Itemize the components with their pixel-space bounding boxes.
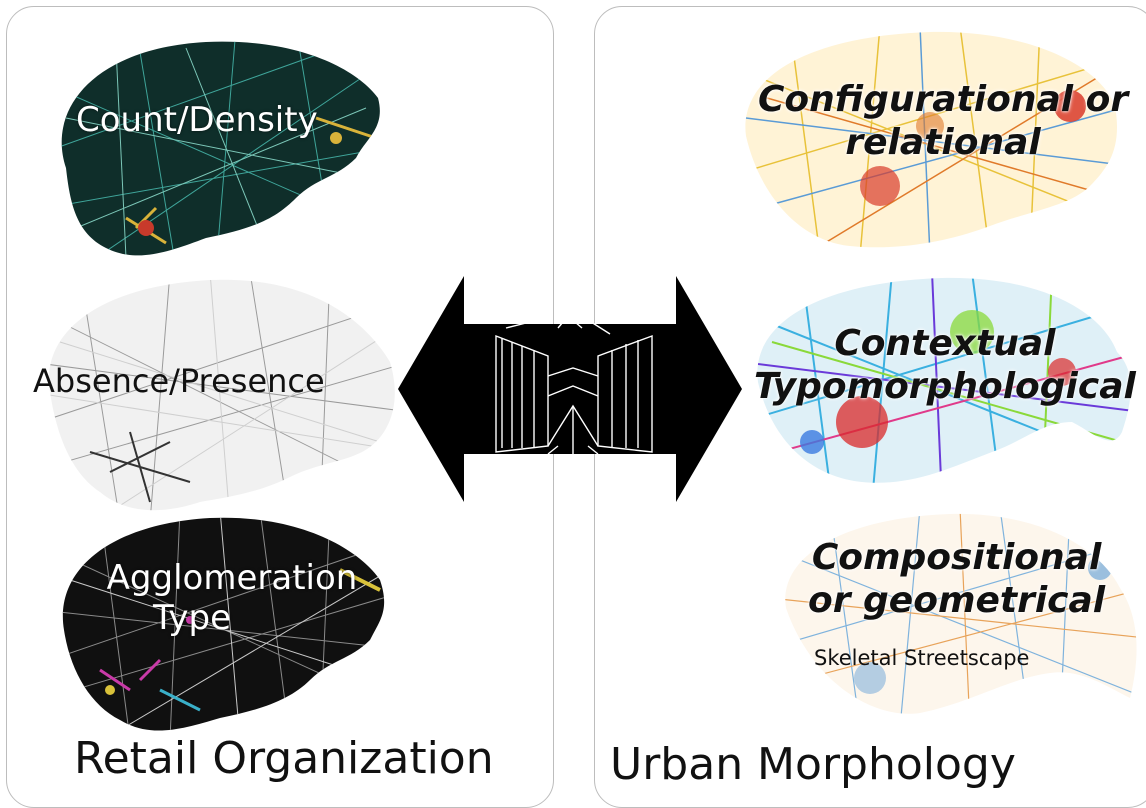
- agglomeration-type-map: [40, 510, 410, 740]
- contextual-label-line1: Contextual: [834, 323, 1056, 364]
- compositional-label: Compositional or geometrical: [808, 536, 1105, 622]
- agglomeration-label-line1: Agglomeration: [106, 558, 358, 598]
- compositional-label-line1: Compositional: [811, 537, 1102, 578]
- contextual-map: [742, 272, 1142, 502]
- configurational-label-line2: relational: [845, 122, 1041, 164]
- agglomeration-label-line2: Type: [152, 598, 232, 638]
- contextual-label: Contextual Typomorphological: [754, 322, 1136, 408]
- count-density-map: [36, 28, 396, 268]
- contextual-label-line2: Typomorphological: [754, 366, 1136, 408]
- street-sketch-icon: [494, 315, 654, 455]
- configurational-label: Configurational or relational: [758, 78, 1128, 164]
- urban-morphology-title: Urban Morphology: [610, 739, 1016, 790]
- configurational-map: [730, 26, 1130, 256]
- agglomeration-type-label: Agglomeration Type: [82, 558, 382, 638]
- skeletal-streetscape-label: Skeletal Streetscape: [814, 646, 1030, 670]
- double-headed-arrow-icon: [398, 276, 742, 507]
- absence-presence-map: [30, 272, 410, 522]
- compositional-label-line2: or geometrical: [808, 580, 1106, 622]
- count-density-label: Count/Density: [76, 100, 318, 140]
- compositional-map: [770, 508, 1146, 728]
- configurational-label-line1: Configurational or: [758, 79, 1129, 120]
- absence-presence-label: Absence/Presence: [33, 362, 325, 400]
- retail-organization-title: Retail Organization: [74, 733, 494, 784]
